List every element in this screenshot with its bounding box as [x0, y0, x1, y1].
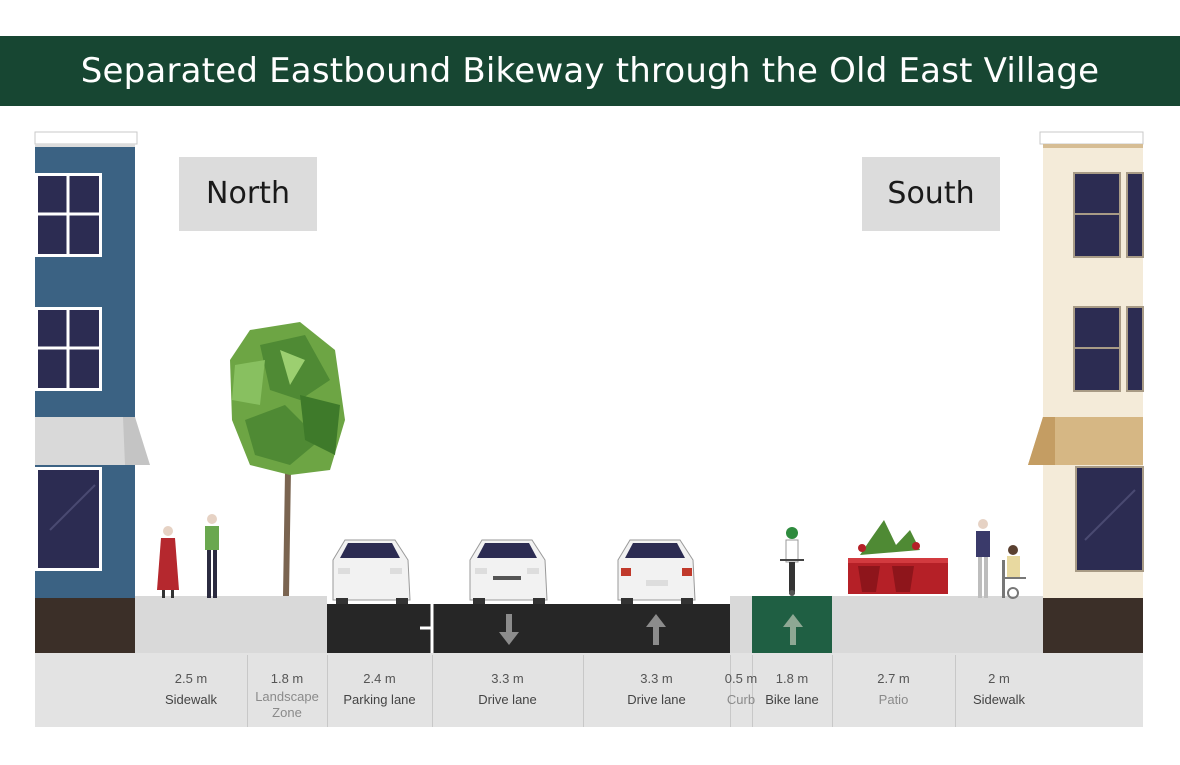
zone-landscape: 1.8 m Landscape Zone: [247, 663, 327, 727]
zone-name: Parking lane: [343, 692, 416, 707]
zone-name: Patio: [878, 692, 909, 707]
zone-name: Sidewalk: [972, 692, 1026, 707]
tree-icon: [230, 322, 345, 596]
pedestrian-icon: [205, 514, 219, 598]
window-icon: [35, 307, 102, 391]
wheelchair-user-icon: [1002, 545, 1026, 599]
patio-planter-icon: [848, 520, 948, 594]
zone-width: 3.3 m: [491, 671, 524, 686]
awning-icon: [35, 417, 150, 465]
zone-name: Drive lane: [478, 692, 537, 707]
car-icon: [469, 539, 548, 604]
zone-sidewalk-north: 2.5 m Sidewalk: [135, 663, 247, 727]
curb-surface: [730, 596, 752, 653]
north-building: [34, 131, 150, 653]
car-icon: [617, 539, 696, 604]
zone-width: 2.5 m: [174, 671, 208, 686]
zone-width: 2 m: [988, 671, 1010, 686]
storefront-window: [1075, 466, 1144, 572]
zone-width: 1.8 m: [775, 671, 809, 686]
zone-width: 1.8 m: [270, 671, 304, 686]
window-icon: [1073, 172, 1144, 258]
zone-width: 2.4 m: [363, 671, 396, 686]
zone-curb: 0.5 m Curb: [718, 663, 764, 727]
zone-drive-lane-2: 3.3 m Drive lane: [583, 663, 730, 727]
zone-name: Curb: [726, 692, 756, 707]
up-arrow-icon: [783, 614, 803, 645]
up-arrow-icon: [646, 614, 666, 645]
zone-name: Sidewalk: [164, 692, 218, 707]
car-icon: [332, 539, 411, 604]
zone-name: Drive lane: [627, 692, 686, 707]
zone-width: 3.3 m: [640, 671, 673, 686]
zone-parking-lane: 2.4 m Parking lane: [327, 663, 432, 727]
pedestrian-icon: [976, 519, 990, 598]
zone-drive-lane-1: 3.3 m Drive lane: [432, 663, 583, 727]
zone-width: 2.7 m: [877, 671, 910, 686]
window-icon: [35, 173, 102, 257]
south-label: South: [862, 157, 1000, 231]
window-icon: [1073, 306, 1144, 392]
north-sidewalk-surface: [135, 596, 327, 653]
zone-sidewalk-south: 2 m Sidewalk: [955, 663, 1043, 727]
zone-bike-lane: 1.8 m Bike lane: [752, 663, 832, 727]
awning-icon: [1028, 417, 1143, 465]
cyclist-icon: [780, 527, 804, 596]
down-arrow-icon: [499, 614, 519, 645]
zone-name: Landscape Zone: [255, 689, 319, 720]
south-building: [1028, 131, 1144, 653]
zone-name: Bike lane: [765, 692, 819, 707]
road-surface: [327, 604, 730, 653]
title-banner: Separated Eastbound Bikeway through the …: [0, 36, 1180, 106]
north-label: North: [179, 157, 317, 231]
pedestrian-icon: [157, 526, 179, 598]
zone-width: 0.5 m: [724, 671, 758, 686]
zone-patio: 2.7 m Patio: [832, 663, 955, 727]
south-sidewalk-surface: [832, 596, 1043, 653]
